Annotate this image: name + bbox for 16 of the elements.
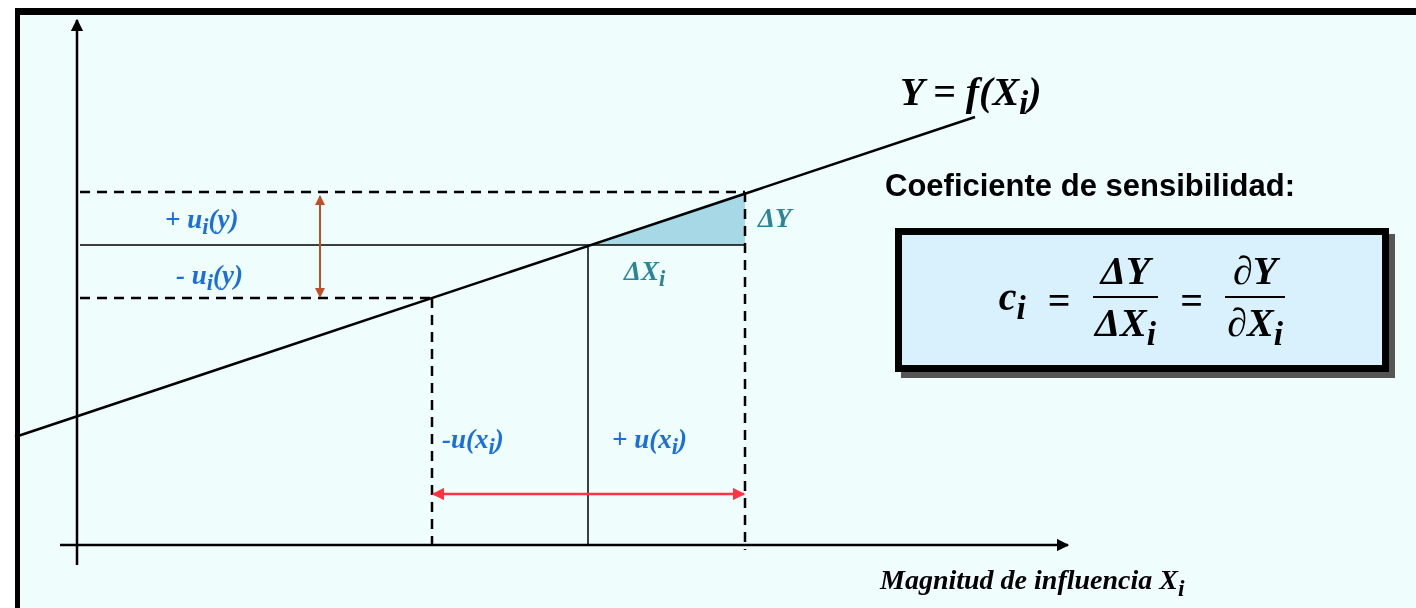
delta-label: ΔY [758, 205, 792, 232]
fraction-numerator: ΔY [1092, 249, 1159, 298]
equals-sign: = [1047, 276, 1071, 324]
fraction-denominator: ∂X$_{i}$ [1227, 298, 1283, 351]
fraction-denominator: ΔX$_{i}$ [1094, 298, 1156, 351]
uncertainty-label: + u$_{i}$(y) [165, 206, 239, 239]
uncertainty-label: - u$_{i}$(y) [176, 262, 243, 295]
function-label: Y = f(X$_{i}$) [900, 72, 1042, 120]
fraction-numerator: ∂Y [1224, 249, 1286, 298]
equals-sign: = [1180, 276, 1203, 324]
uncertainty-label: + u(x$_{i}$) [612, 426, 687, 459]
coefficient-symbol: c$_{i}$ [998, 273, 1026, 327]
delta-label: ΔX$_{i}$ [624, 258, 666, 291]
uncertainty-label: -u(x$_{i}$) [442, 426, 504, 459]
axis-title: Magnitud de influencia X$_{i}$ [880, 566, 1185, 600]
formula-heading: Coeficiente de sensibilidad: [885, 170, 1295, 201]
